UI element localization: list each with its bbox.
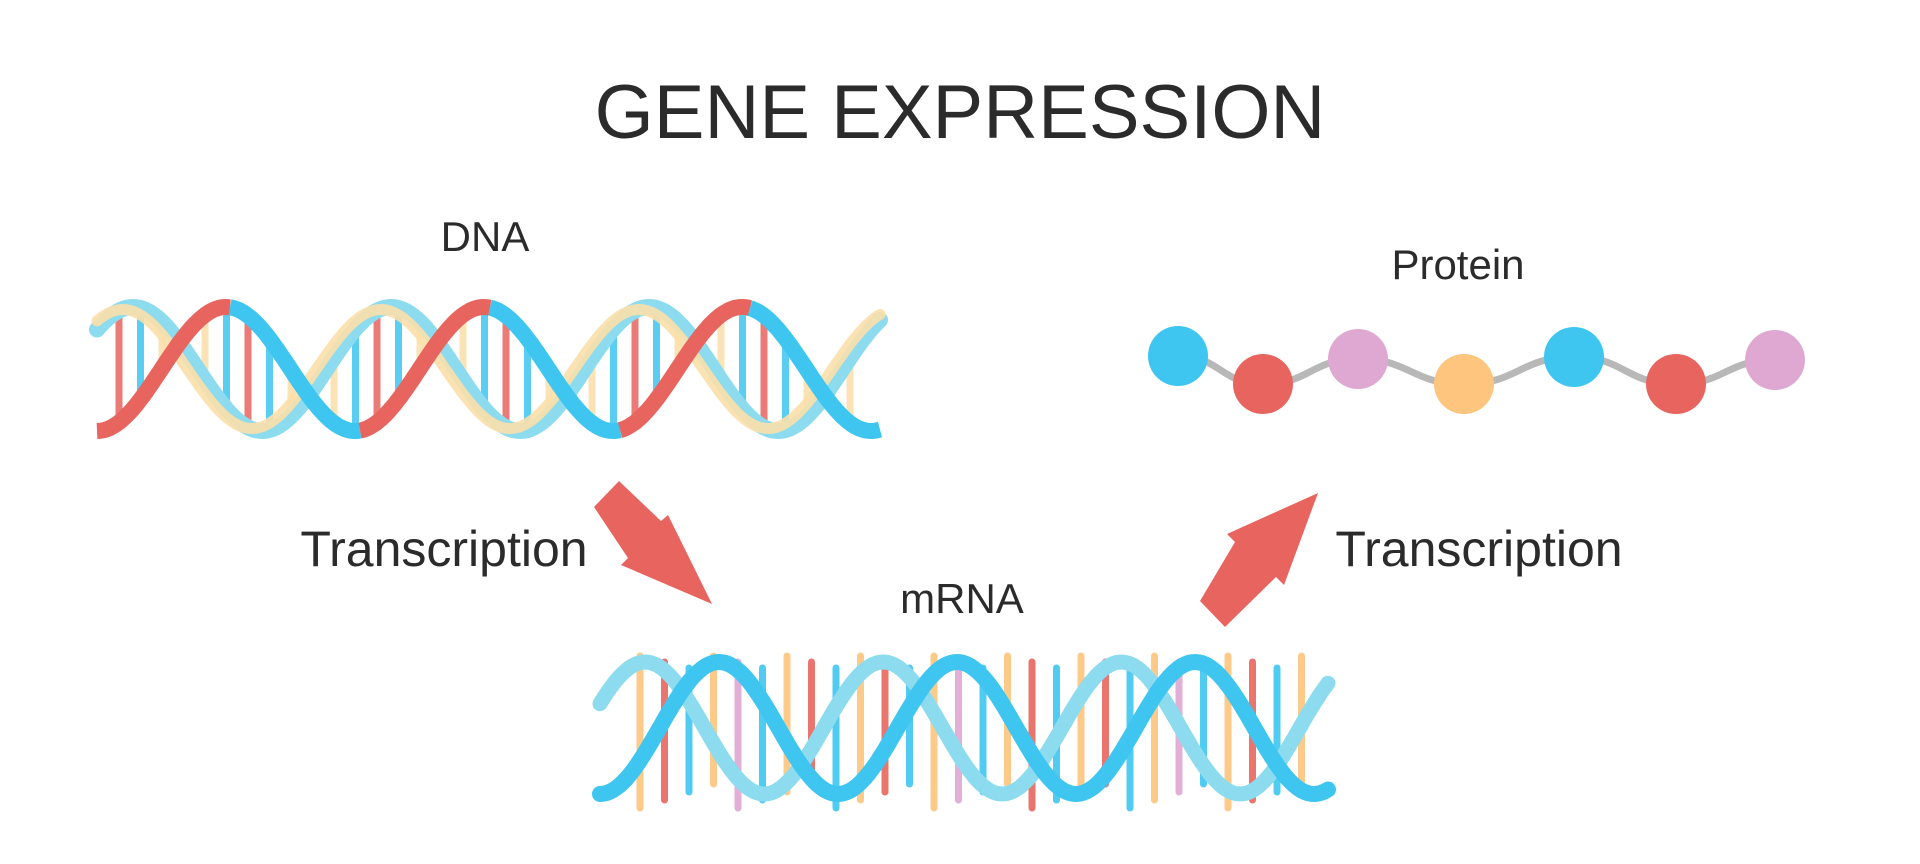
protein-chain [1148, 326, 1805, 414]
mrna-strand [592, 652, 1336, 812]
amino-acid-bead [1434, 354, 1494, 414]
dna-backbone-front [228, 299, 362, 439]
dna-double-helix [89, 298, 888, 440]
mrna-backbone-back [592, 654, 1336, 802]
protein-label: Protein [1391, 241, 1524, 288]
transcription-label-left: Transcription [300, 521, 587, 577]
amino-acid-bead [1745, 330, 1805, 390]
dna-backbone-front [617, 299, 753, 438]
arrow-dna-to-mrna [594, 481, 712, 604]
transcription-label-right: Transcription [1335, 521, 1622, 577]
arrow-mrna-to-protein [1200, 493, 1318, 627]
dna-backbone-front [747, 300, 883, 440]
mrna-backbone-front [592, 653, 1336, 803]
amino-acid-bead [1646, 354, 1706, 414]
dna-backbone-back-accent [91, 303, 886, 435]
dna-backbone-front [358, 298, 492, 439]
mrna-label: mRNA [900, 575, 1024, 622]
dna-backbone-front [96, 298, 231, 439]
amino-acid-bead [1544, 327, 1604, 387]
amino-acid-bead [1233, 354, 1293, 414]
dna-backbone-front [488, 299, 622, 440]
page-title: GENE EXPRESSION [595, 70, 1326, 155]
amino-acid-bead [1328, 329, 1388, 389]
amino-acid-bead [1148, 326, 1208, 386]
protein-beads [1148, 326, 1805, 414]
dna-label: DNA [441, 213, 530, 260]
